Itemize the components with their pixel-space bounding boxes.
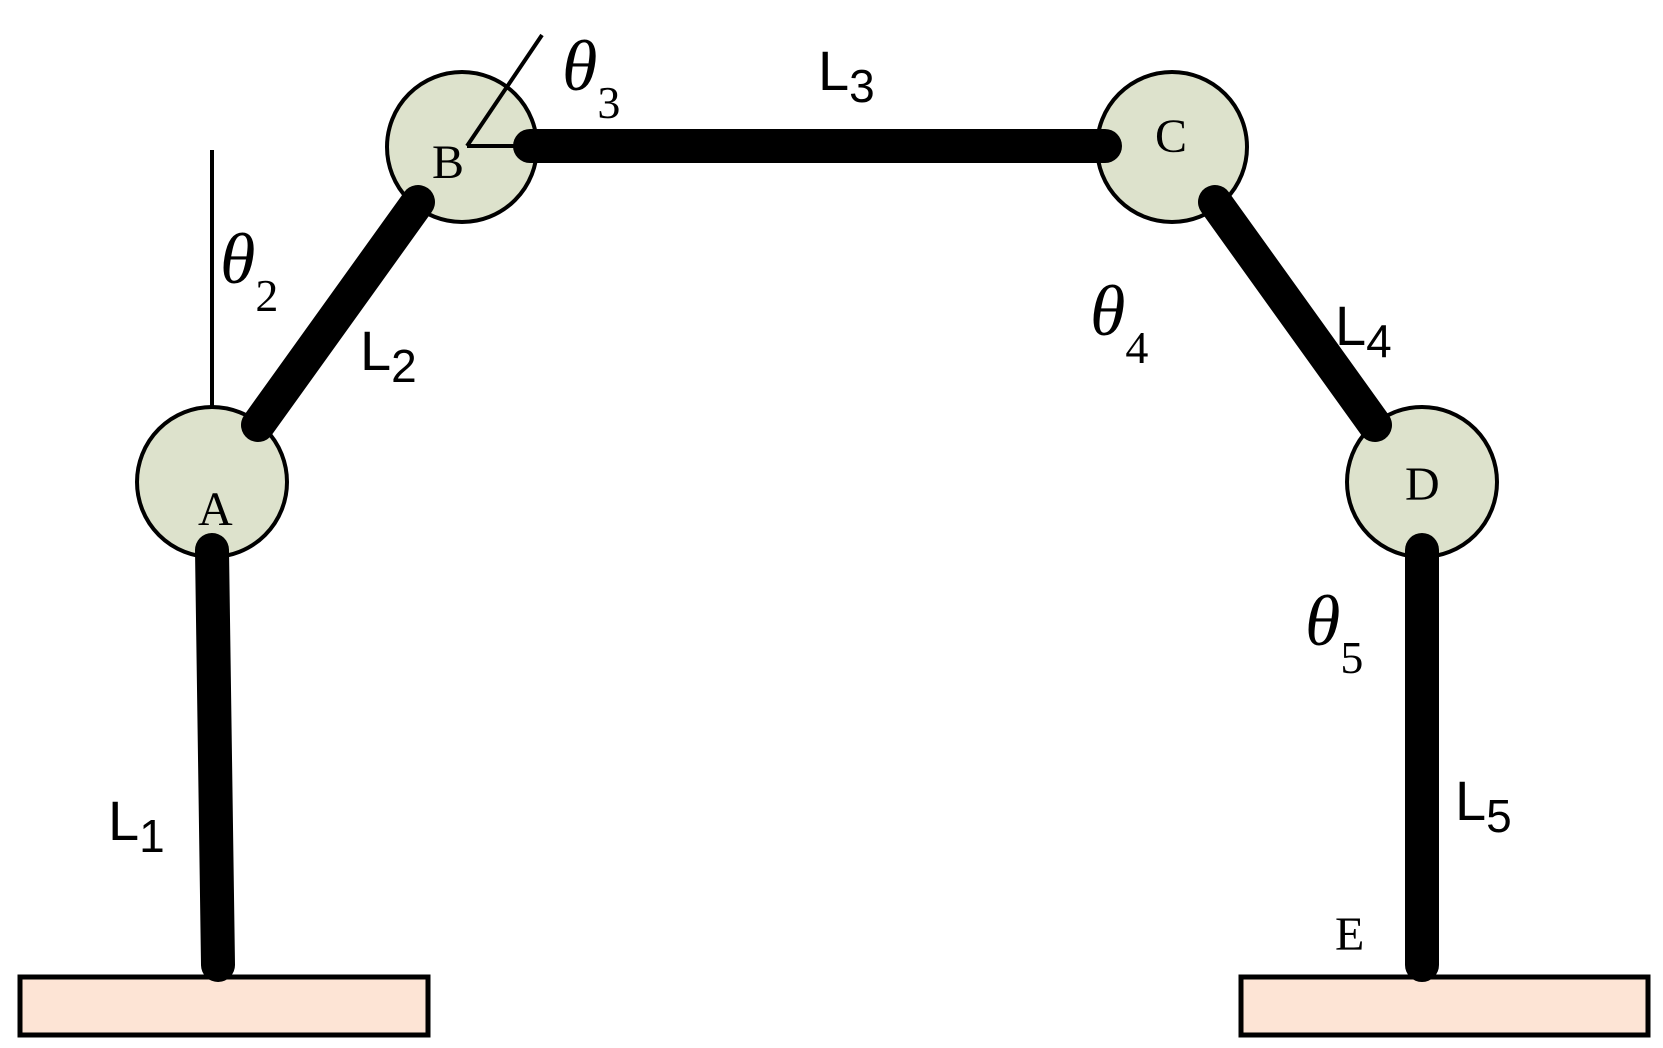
joint-b-label: B bbox=[432, 136, 464, 189]
link-l5-label-base: L bbox=[1455, 769, 1486, 832]
angle-theta3-label-sub: 3 bbox=[597, 77, 620, 128]
link-l3-label: L3 bbox=[818, 39, 875, 112]
link-l2 bbox=[241, 185, 435, 442]
angle-theta5-label: θ5 bbox=[1305, 581, 1363, 683]
theta3-extension-reference bbox=[465, 33, 544, 148]
link-l1-label-base: L bbox=[108, 789, 139, 852]
link-l1-label-sub: 1 bbox=[139, 810, 165, 862]
joint-a-label: A bbox=[198, 483, 233, 536]
link-l2-label-base: L bbox=[360, 319, 391, 382]
link-l2-label: L2 bbox=[360, 319, 417, 392]
link-l4-label: L4 bbox=[1335, 294, 1392, 367]
angle-theta2-label: θ2 bbox=[220, 219, 278, 321]
angle-theta3-label: θ3 bbox=[562, 26, 620, 128]
left-ground-base bbox=[17, 974, 431, 1038]
link-l5-label: L5 bbox=[1455, 769, 1512, 842]
link-l4-label-base: L bbox=[1335, 294, 1366, 357]
angle-theta3-label-base: θ bbox=[562, 26, 597, 106]
link-l1 bbox=[195, 533, 235, 982]
angle-theta4-label-base: θ bbox=[1090, 271, 1125, 351]
link-l4 bbox=[1198, 185, 1392, 442]
link-l3-label-sub: 3 bbox=[849, 60, 875, 112]
right-ground-base bbox=[1238, 974, 1651, 1038]
link-l3-label-base: L bbox=[818, 39, 849, 102]
angle-theta4-label: θ4 bbox=[1090, 271, 1148, 373]
joint-d-label: D bbox=[1405, 458, 1440, 511]
joint-c-label: C bbox=[1155, 110, 1187, 163]
link-l4-label-sub: 4 bbox=[1366, 315, 1392, 367]
joint-e-label: E bbox=[1335, 908, 1364, 961]
angle-theta4-label-sub: 4 bbox=[1125, 322, 1148, 373]
link-l5-label-sub: 5 bbox=[1486, 790, 1512, 842]
angle-theta2-label-sub: 2 bbox=[255, 270, 278, 321]
angle-theta5-label-base: θ bbox=[1305, 581, 1340, 661]
link-l2-label-sub: 2 bbox=[391, 340, 417, 392]
link-l1-label: L1 bbox=[108, 789, 165, 862]
angle-theta5-label-sub: 5 bbox=[1340, 632, 1363, 683]
angle-theta2-label-base: θ bbox=[220, 219, 255, 299]
